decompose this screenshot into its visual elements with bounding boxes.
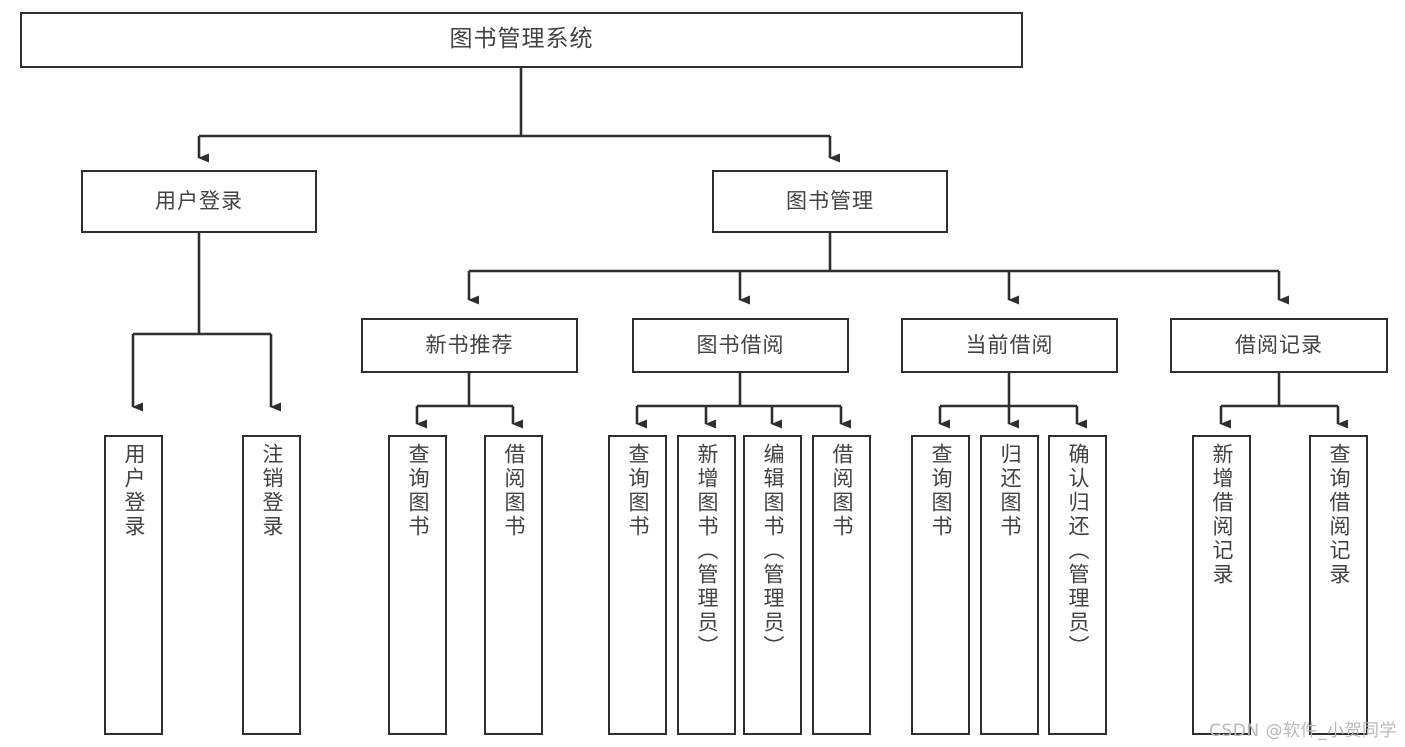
node-label: 查询借阅记录 xyxy=(1327,443,1351,587)
node-current-borrowing[interactable]: 当前借阅 xyxy=(901,318,1118,373)
node-leaf-add-book-admin[interactable]: 新增图书（管理员） xyxy=(677,435,736,735)
node-label: 编辑图书（管理员） xyxy=(761,443,785,659)
node-leaf-query-book-recommendation[interactable]: 查询图书 xyxy=(388,435,447,735)
node-label: 归还图书 xyxy=(998,443,1022,539)
node-book-borrowing[interactable]: 图书借阅 xyxy=(632,318,849,373)
node-leaf-query-book-borrowing[interactable]: 查询图书 xyxy=(608,435,667,735)
node-leaf-add-borrow-record[interactable]: 新增借阅记录 xyxy=(1192,435,1251,735)
node-label: 图书借阅 xyxy=(696,333,785,358)
node-label: 查询图书 xyxy=(626,443,650,539)
node-leaf-query-book-current[interactable]: 查询图书 xyxy=(911,435,970,735)
node-leaf-query-borrow-record[interactable]: 查询借阅记录 xyxy=(1309,435,1368,735)
node-leaf-borrow-book-recommendation[interactable]: 借阅图书 xyxy=(484,435,543,735)
node-label: 当前借阅 xyxy=(965,333,1054,358)
node-label: 查询图书 xyxy=(406,443,430,539)
node-user-login[interactable]: 用户登录 xyxy=(81,170,317,233)
node-root-book-management-system[interactable]: 图书管理系统 xyxy=(20,12,1023,68)
node-leaf-confirm-return-admin[interactable]: 确认归还（管理员） xyxy=(1048,435,1107,735)
node-label: 用户登录 xyxy=(155,189,243,214)
node-label: 查询图书 xyxy=(929,443,953,539)
csdn-watermark: CSDN @软件_小贺同学 xyxy=(1209,721,1397,741)
node-leaf-user-login[interactable]: 用户登录 xyxy=(104,435,163,735)
node-label: 注销登录 xyxy=(260,443,284,539)
node-label: 新增图书（管理员） xyxy=(695,443,719,659)
node-leaf-edit-book-admin[interactable]: 编辑图书（管理员） xyxy=(743,435,802,735)
node-leaf-logout[interactable]: 注销登录 xyxy=(242,435,301,735)
node-borrowing-record[interactable]: 借阅记录 xyxy=(1170,318,1388,373)
node-label: 新书推荐 xyxy=(425,333,514,358)
node-book-management[interactable]: 图书管理 xyxy=(712,170,948,233)
node-new-book-recommendation[interactable]: 新书推荐 xyxy=(361,318,578,373)
node-label: 借阅图书 xyxy=(502,443,526,539)
node-label: 图书管理 xyxy=(786,189,874,214)
node-label: 图书管理系统 xyxy=(449,26,594,53)
node-leaf-return-book[interactable]: 归还图书 xyxy=(980,435,1039,735)
node-label: 新增借阅记录 xyxy=(1210,443,1234,587)
node-label: 用户登录 xyxy=(122,443,146,539)
node-label: 确认归还（管理员） xyxy=(1066,443,1090,659)
node-leaf-borrow-book-borrowing[interactable]: 借阅图书 xyxy=(812,435,871,735)
node-label: 借阅记录 xyxy=(1235,333,1323,358)
node-label: 借阅图书 xyxy=(830,443,854,539)
